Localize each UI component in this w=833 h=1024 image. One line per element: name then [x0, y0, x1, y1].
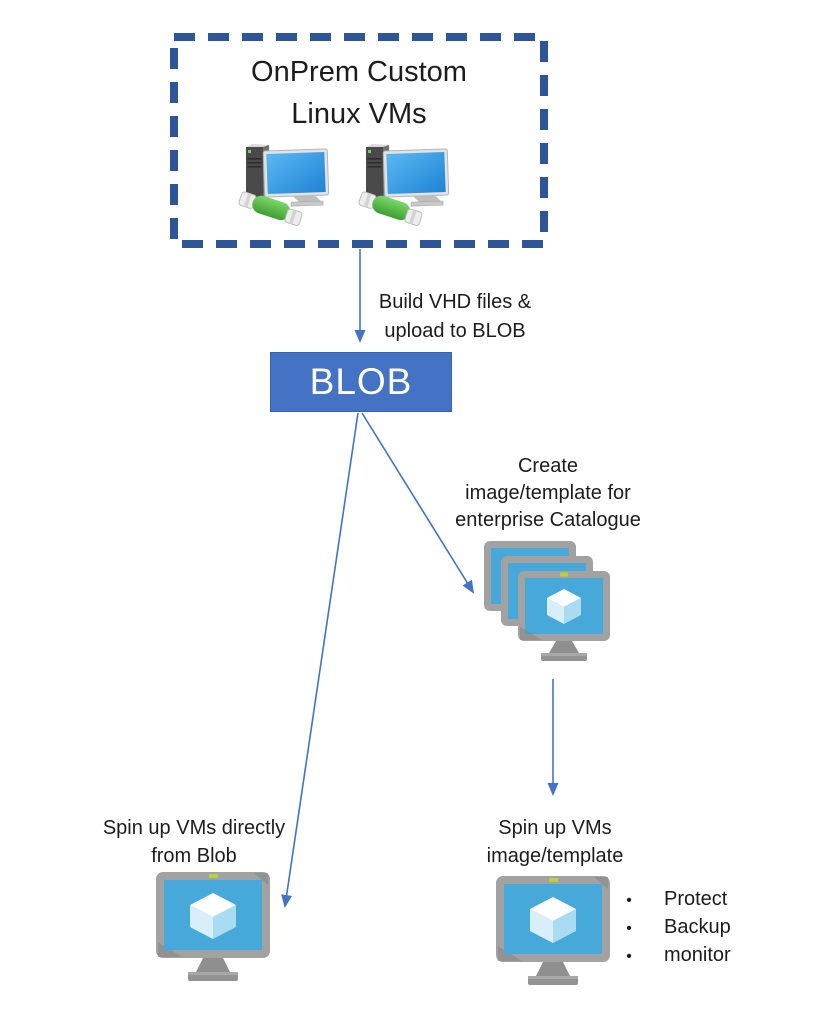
- list-item: • monitor: [622, 942, 731, 970]
- arrow-blob-to-spin-direct: [281, 412, 359, 908]
- desktop-computer-icon: [358, 144, 450, 226]
- bullet-label: Backup: [664, 916, 731, 938]
- bullet-label: Protect: [664, 888, 728, 910]
- blob-box: BLOB: [270, 352, 452, 412]
- catalogue-label: Create image/template for enterprise Cat…: [455, 455, 641, 531]
- azure-vm-icon: [156, 872, 270, 981]
- bullet-dot: •: [626, 948, 632, 965]
- list-item: • Protect: [622, 886, 731, 914]
- blob-box-label: BLOB: [309, 361, 413, 402]
- vm-stack-icon: [484, 541, 610, 661]
- spin-direct-label: Spin up VMs directly from Blob: [102, 817, 286, 867]
- desktop-computer-icon: [238, 144, 330, 226]
- spin-template-label: Spin up VMs image/template: [486, 817, 624, 867]
- list-item: • Backup: [622, 914, 731, 942]
- bullet-dot: •: [626, 920, 632, 937]
- build-upload-arrow-label: Build VHD files & upload to BLOB: [378, 291, 532, 342]
- onprem-box-title: OnPrem Custom Linux VMs: [251, 56, 467, 130]
- bullet-dot: •: [626, 892, 632, 909]
- vm-operations-bullet-list: • Protect • Backup • monitor: [622, 886, 731, 970]
- bullet-label: monitor: [664, 944, 731, 966]
- arrow-blob-to-catalogue: [361, 412, 475, 594]
- onprem-box: [170, 33, 548, 248]
- azure-vm-icon: [496, 876, 610, 985]
